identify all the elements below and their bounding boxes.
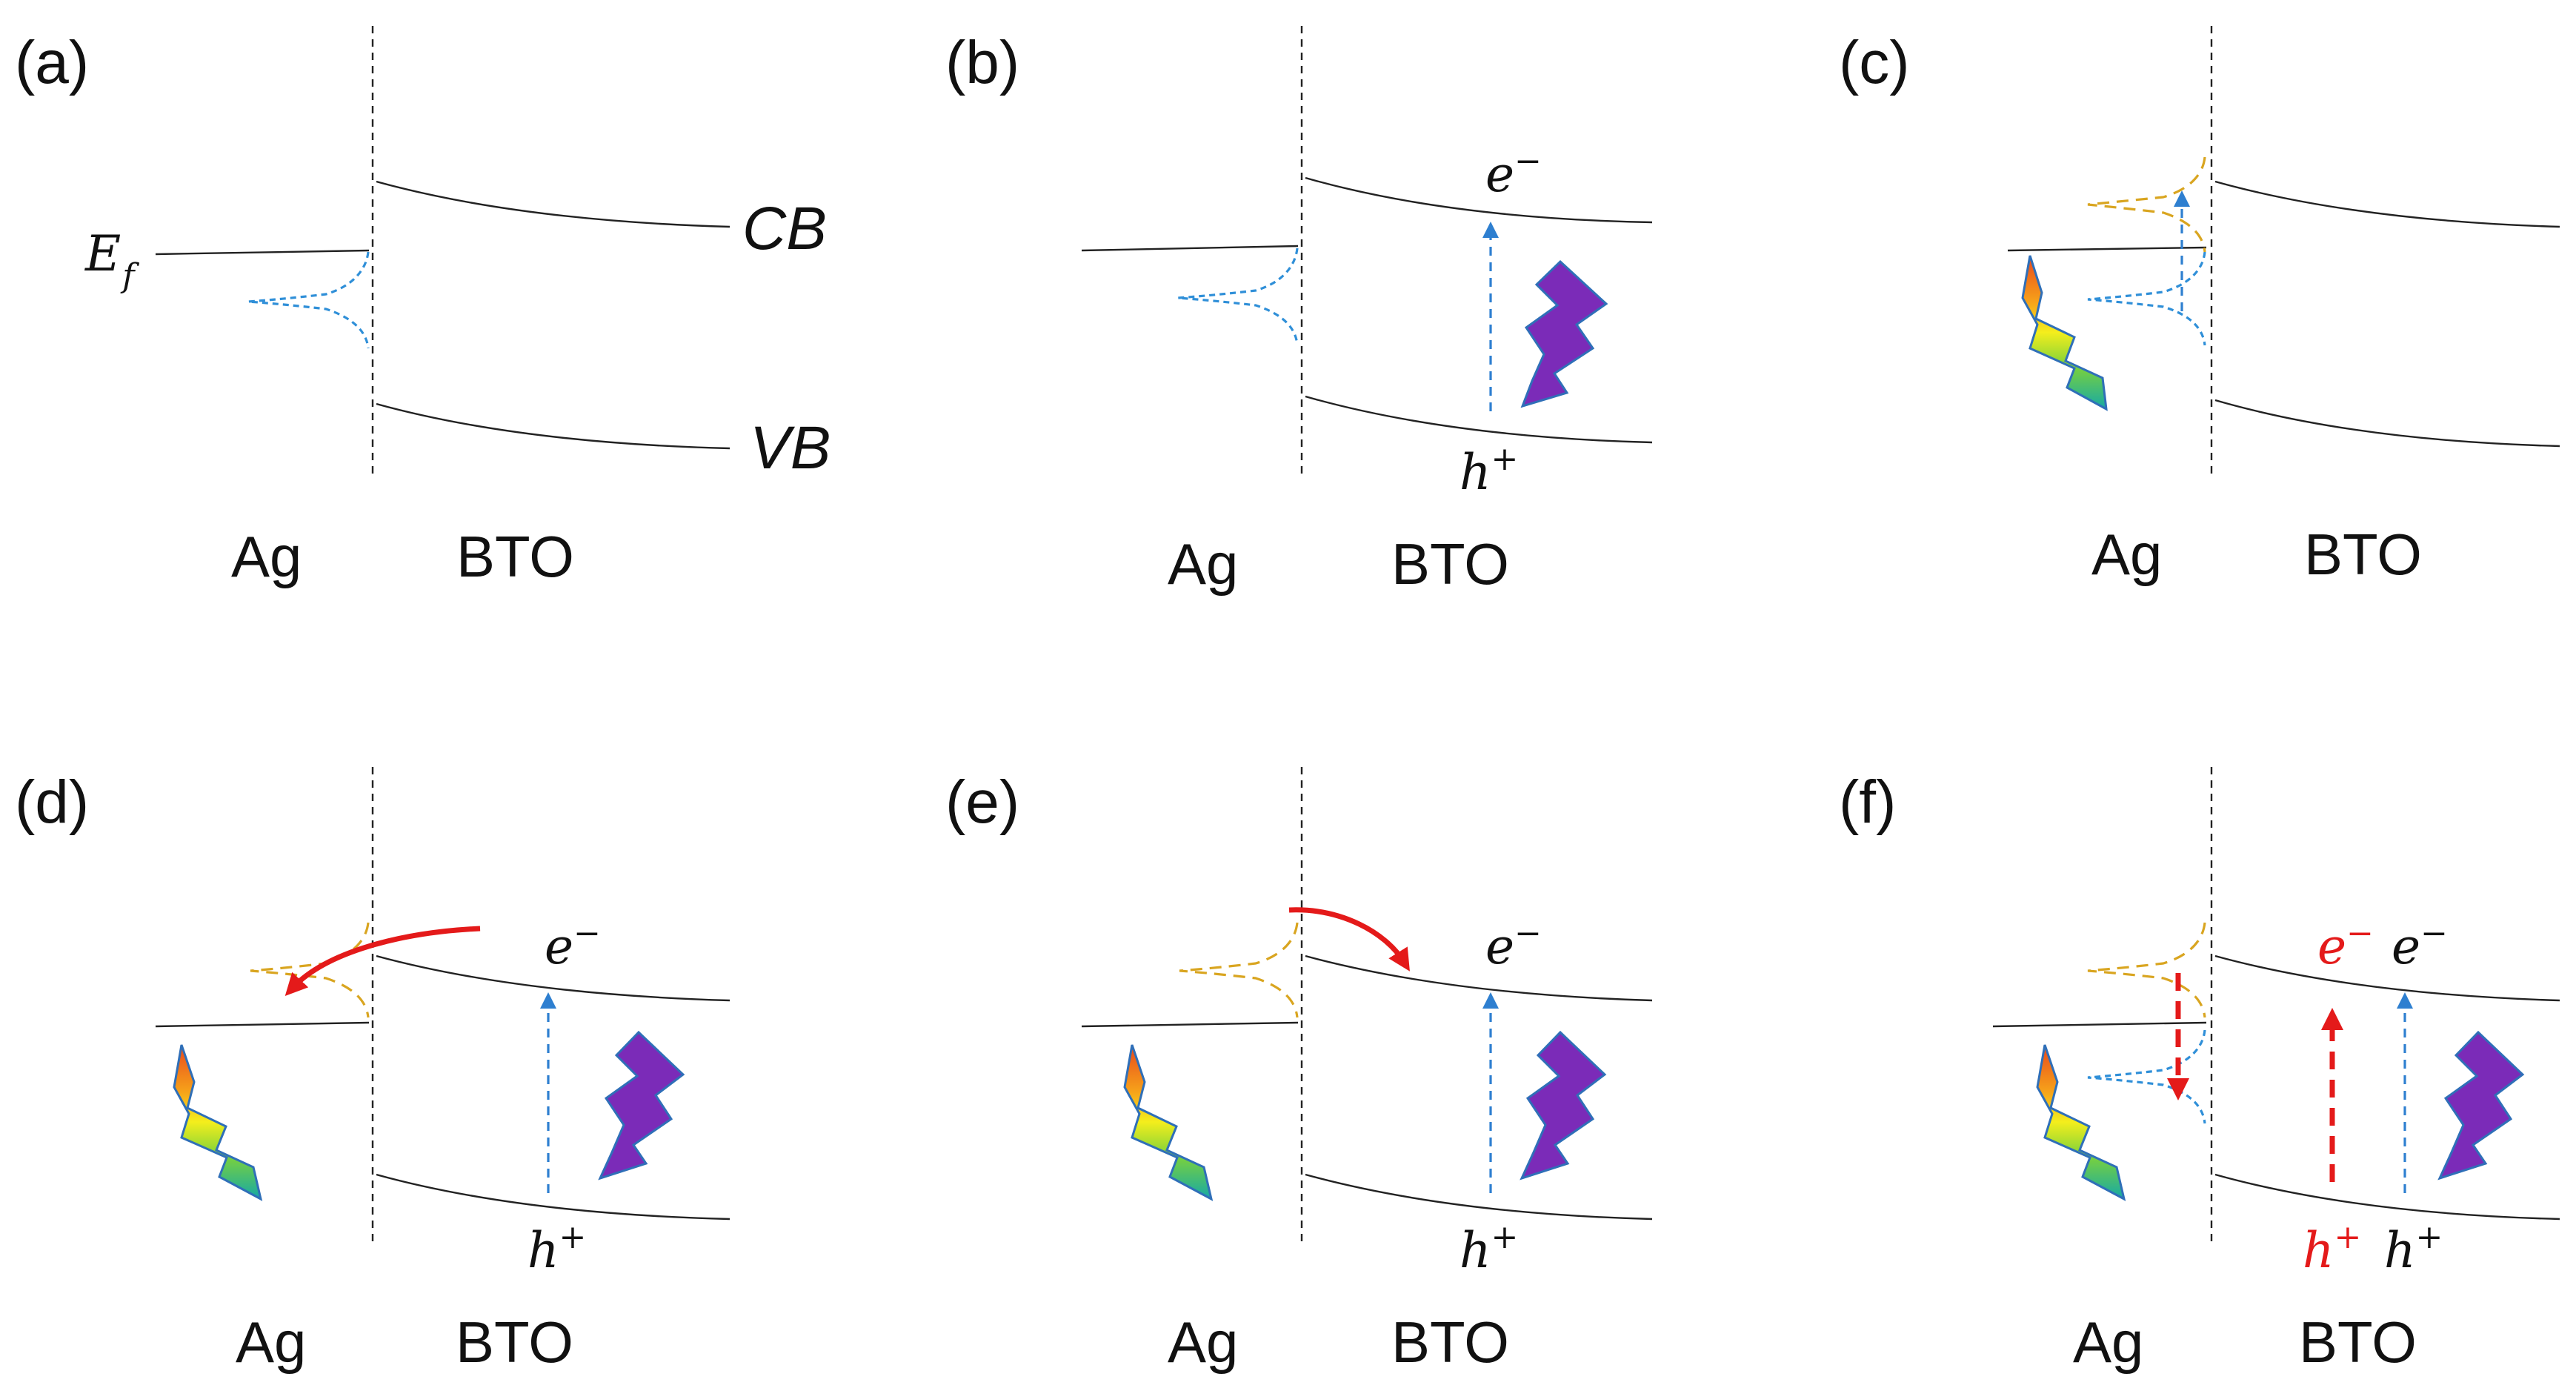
panel-label: (c) (1839, 29, 1910, 96)
hole-label: h+ (1460, 1218, 1518, 1279)
electron-label: e− (1485, 142, 1542, 203)
valence-band (1305, 1173, 1653, 1221)
panel-f: (f) e− e− h+ h+ Ag BTO (1839, 767, 2560, 1375)
valence-band (2214, 1173, 2560, 1221)
ground-state-dos (2087, 251, 2206, 346)
fermi-level (155, 1021, 370, 1028)
ground-state-dos (247, 251, 370, 349)
fermi-level (2007, 246, 2207, 252)
semiconductor-label: BTO (1391, 1309, 1509, 1375)
hot-electron-dos (2087, 922, 2206, 1018)
semiconductor-label: BTO (456, 1309, 573, 1375)
metal-label: Ag (1168, 1309, 1238, 1375)
uv-lightning-icon (2437, 1030, 2525, 1181)
semiconductor-label: BTO (2299, 1309, 2417, 1375)
semiconductor-label: BTO (1391, 531, 1509, 597)
panel-label: (e) (945, 768, 1019, 836)
panel-c: (c) Ag BTO (1839, 26, 2560, 587)
visible-lightning-icon (2021, 255, 2108, 411)
semiconductor-label: BTO (2304, 522, 2422, 587)
panel-b: (b) e− h+ Ag BTO (945, 26, 1653, 597)
conduction-band (376, 180, 730, 228)
metal-label: Ag (236, 1309, 306, 1375)
metal-label: Ag (2091, 522, 2162, 587)
hot-electron-dos (1179, 922, 1299, 1018)
red-electron-label: e− (2317, 914, 2374, 975)
panel-d: (d) e− h+ Ag BTO (15, 767, 730, 1375)
panel-label: (d) (15, 768, 89, 836)
hole-label: h+ (2384, 1218, 2443, 1279)
metal-label: Ag (2073, 1309, 2143, 1375)
fermi-level (1081, 245, 1299, 252)
electron-backflow-arrow (284, 926, 481, 996)
hole-label: h+ (527, 1218, 586, 1279)
electron-label: e− (2392, 914, 2448, 975)
fermi-level (1081, 1021, 1299, 1028)
conduction-band (2214, 954, 2560, 1002)
fermi-level-label: Ef (84, 225, 139, 295)
panel-a: (a) Ef CB VB Ag BTO (15, 26, 831, 589)
visible-lightning-icon (2036, 1044, 2126, 1201)
metal-label: Ag (1168, 531, 1238, 597)
metal-label: Ag (231, 524, 302, 589)
hole-label: h+ (1460, 440, 1518, 501)
cb-label: CB (742, 195, 827, 262)
hot-electron-injection-arrow (1288, 907, 1410, 972)
fermi-level (1992, 1021, 2207, 1028)
panel-label: (a) (15, 29, 89, 96)
ground-state-dos (1177, 248, 1299, 345)
semiconductor-label: BTO (456, 524, 574, 589)
visible-lightning-icon (1123, 1044, 1214, 1201)
valence-band (376, 1173, 730, 1221)
conduction-band (1305, 954, 1653, 1002)
hot-electron-dos (250, 922, 370, 1018)
electron-label: e− (1485, 914, 1542, 975)
valence-band (2214, 399, 2560, 448)
fermi-level (155, 249, 370, 256)
panel-label: (b) (945, 29, 1019, 96)
visible-lightning-icon (173, 1044, 263, 1201)
conduction-band (376, 954, 730, 1002)
panel-e: (e) e− h+ Ag BTO (945, 767, 1653, 1375)
ground-state-dos (2087, 1029, 2206, 1124)
uv-lightning-icon (598, 1030, 685, 1181)
red-hole-label: h+ (2303, 1218, 2361, 1279)
panel-label: (f) (1839, 768, 1896, 836)
uv-lightning-icon (1520, 1030, 1607, 1181)
conduction-band (2214, 180, 2560, 228)
valence-band (376, 402, 730, 450)
uv-lightning-icon (1520, 259, 1608, 408)
hot-electron-dos (2087, 156, 2206, 253)
valence-band (1305, 395, 1653, 444)
vb-label: VB (750, 414, 831, 482)
conduction-band (1305, 176, 1653, 224)
electron-label: e− (545, 914, 601, 975)
